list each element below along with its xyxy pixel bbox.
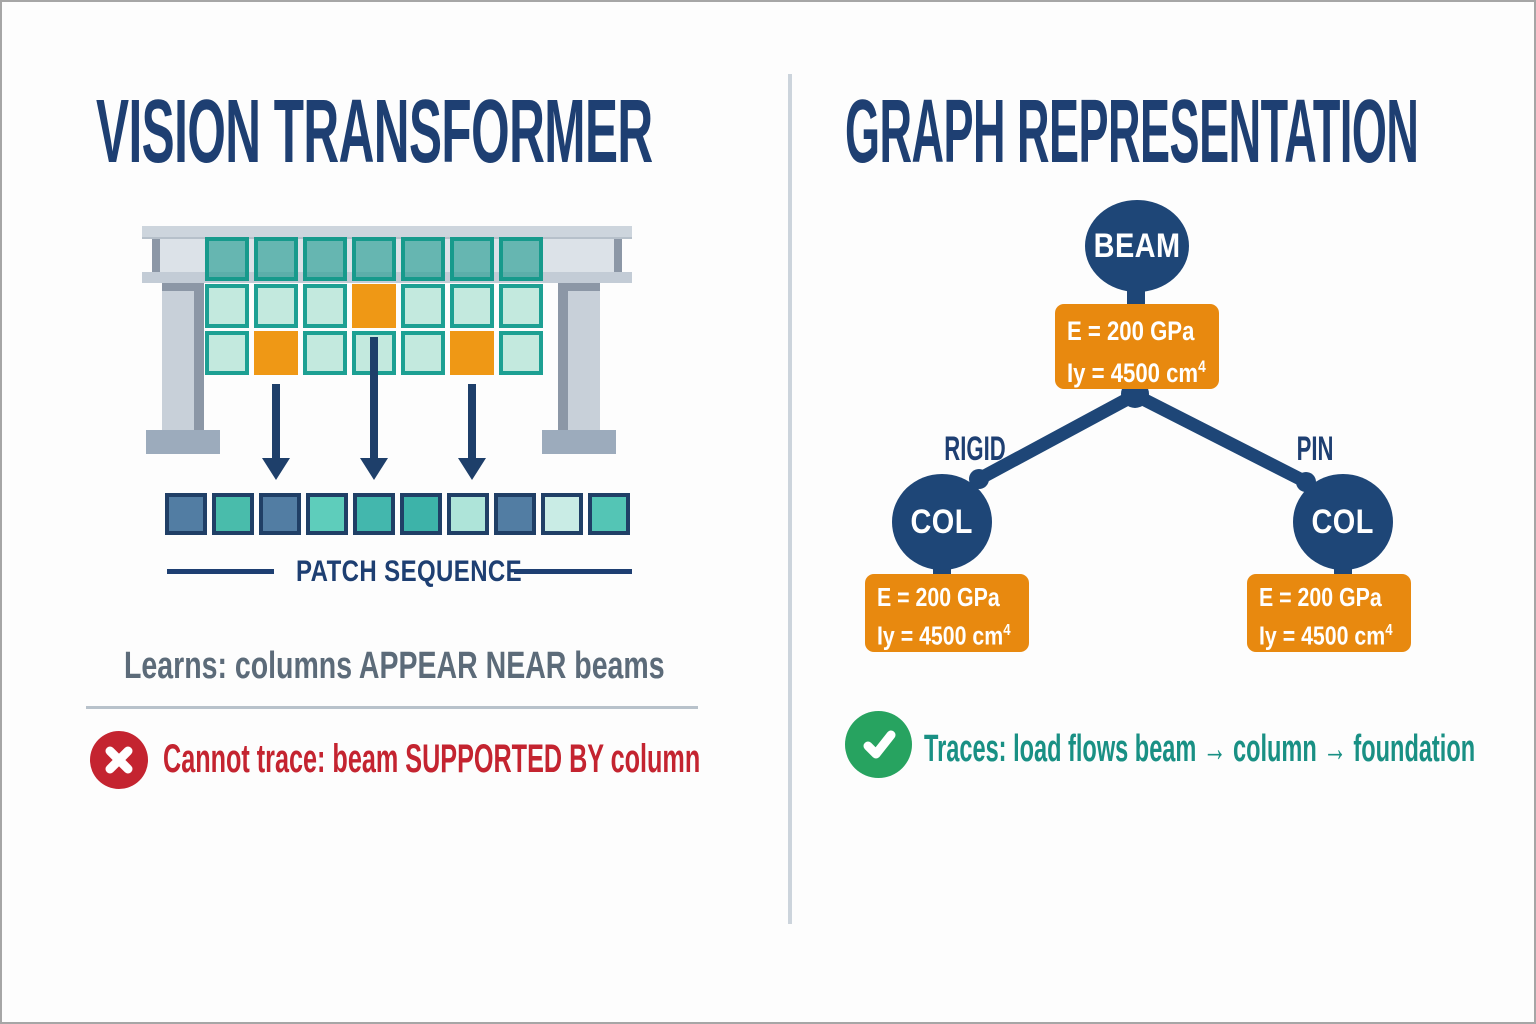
sequence-square xyxy=(165,493,207,535)
patch-cell-mint xyxy=(254,284,298,328)
patch-cell-mint xyxy=(205,331,249,375)
patch-cell-teal1 xyxy=(499,237,543,281)
column-left-shade xyxy=(194,283,204,430)
patch-cell-mint xyxy=(303,331,347,375)
right-panel-title: GRAPH REPRESENTATION xyxy=(845,82,1419,182)
column-left-base xyxy=(146,430,220,454)
down-arrow-shaft xyxy=(370,337,378,458)
sequence-square xyxy=(541,493,583,535)
sequence-square xyxy=(494,493,536,535)
patch-cell-mint xyxy=(499,284,543,328)
sequence-square xyxy=(400,493,442,535)
column-right-base xyxy=(542,430,616,454)
column-right-cap xyxy=(558,283,600,291)
patch-cell-teal1 xyxy=(254,237,298,281)
patch-cell-teal1 xyxy=(401,237,445,281)
cannot-trace-text: Cannot trace: beam SUPPORTED BY column xyxy=(163,737,701,781)
left-section-divider xyxy=(86,706,698,709)
column-node-left: COL xyxy=(892,474,992,570)
left-panel-title: VISION TRANSFORMER xyxy=(96,82,653,182)
sequence-square xyxy=(353,493,395,535)
sequence-square xyxy=(306,493,348,535)
column-right-shade xyxy=(558,283,568,430)
sequence-square xyxy=(212,493,254,535)
patch-cell-teal1 xyxy=(352,237,396,281)
patch-cell-mint xyxy=(401,331,445,375)
patch-cell-orange xyxy=(352,284,396,328)
panel-divider xyxy=(788,74,792,924)
patch-cell-orange xyxy=(254,331,298,375)
traces-text: Traces: load flows beam → column → found… xyxy=(924,728,1476,770)
down-arrow-head xyxy=(360,458,388,480)
down-arrow-shaft xyxy=(272,384,280,458)
col-left-prop-line2: Iy = 4500 cm4 xyxy=(877,620,1011,651)
down-arrow-shaft xyxy=(468,384,476,458)
patch-cell-mint xyxy=(303,284,347,328)
patch-cell-mint xyxy=(499,331,543,375)
down-arrow-head xyxy=(262,458,290,480)
beam-node: BEAM xyxy=(1085,200,1189,292)
col-right-prop-line1: E = 200 GPa xyxy=(1259,582,1382,612)
learns-text: Learns: columns APPEAR NEAR beams xyxy=(124,645,665,687)
patch-grid xyxy=(205,237,543,375)
column-node-label: COL xyxy=(1311,502,1375,541)
col-left-prop-line1: E = 200 GPa xyxy=(877,582,1000,612)
patch-sequence-row xyxy=(165,493,630,535)
patch-cell-mint xyxy=(401,284,445,328)
column-right-properties-box: E = 200 GPa Iy = 4500 cm4 xyxy=(1247,574,1411,652)
sequence-rule-right xyxy=(514,569,632,574)
beam-prop-line1: E = 200 GPa xyxy=(1067,316,1195,346)
patch-cell-teal1 xyxy=(303,237,347,281)
patch-cell-mint xyxy=(205,284,249,328)
patch-cell-mint xyxy=(450,284,494,328)
sequence-square xyxy=(447,493,489,535)
cross-icon xyxy=(90,731,148,789)
column-node-label: COL xyxy=(910,502,974,541)
patch-cell-orange xyxy=(450,331,494,375)
beam-end-right xyxy=(614,239,622,272)
beam-prop-line2: Iy = 4500 cm4 xyxy=(1067,357,1206,388)
col-right-prop-line2: Iy = 4500 cm4 xyxy=(1259,620,1393,651)
sequence-square xyxy=(259,493,301,535)
patch-sequence-label: PATCH SEQUENCE xyxy=(296,555,523,588)
edge-label-rigid: RIGID xyxy=(944,430,1006,468)
beam-end-left xyxy=(152,239,160,272)
sequence-square xyxy=(588,493,630,535)
sequence-rule-left xyxy=(167,569,274,574)
patch-cell-teal1 xyxy=(450,237,494,281)
check-icon xyxy=(845,711,912,778)
column-node-right: COL xyxy=(1293,474,1393,570)
edge-label-pin: PIN xyxy=(1296,430,1334,468)
patch-cell-teal1 xyxy=(205,237,249,281)
column-left-cap xyxy=(162,283,204,291)
down-arrow-head xyxy=(458,458,486,480)
beam-properties-box: E = 200 GPa Iy = 4500 cm4 xyxy=(1055,304,1219,389)
column-left-properties-box: E = 200 GPa Iy = 4500 cm4 xyxy=(865,574,1029,652)
beam-node-label: BEAM xyxy=(1093,226,1181,265)
